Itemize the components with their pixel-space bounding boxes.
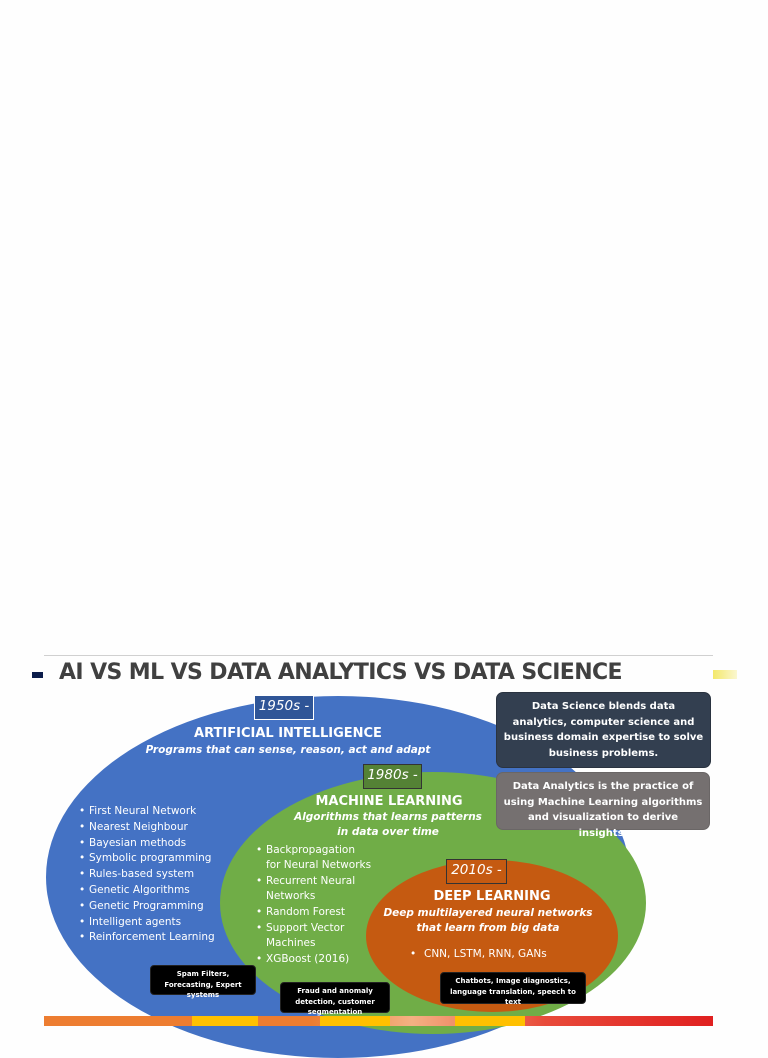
ml-technique-list: Backpropagation for Neural Networks Recu… <box>256 843 372 968</box>
ml-heading: MACHINE LEARNING <box>315 794 463 809</box>
data-analytics-callout: Data Analytics is the practice of using … <box>496 772 710 839</box>
slide-title: AI VS ML VS DATA ANALYTICS VS DATA SCIEN… <box>59 660 623 685</box>
dl-application-box: Chatbots, Image diagnostics, language tr… <box>440 972 586 1006</box>
ml-application-box: Fraud and anomaly detection, customer se… <box>280 982 390 1016</box>
highlight-mark-icon <box>713 670 737 679</box>
data-science-callout: Data Science blends data analytics, comp… <box>496 692 711 768</box>
ai-list-item: Genetic Algorithms <box>79 883 229 899</box>
dl-era-badge: 2010s - <box>446 859 507 884</box>
ai-technique-list: First Neural Network Nearest Neighbour B… <box>79 804 229 946</box>
ml-list-item: Backpropagation for Neural Networks <box>256 843 372 873</box>
dl-technique-list: CNN, LSTM, RNN, GANs <box>410 948 590 960</box>
ml-list-item: Support Vector Machines <box>256 921 372 951</box>
dl-heading: DEEP LEARNING <box>433 889 551 904</box>
square-bullet-icon <box>32 672 43 678</box>
ml-era-badge: 1980s - <box>363 764 422 789</box>
ai-subtitle: Programs that can sense, reason, act and… <box>145 744 431 756</box>
dl-subtitle: Deep multilayered neural networks that l… <box>383 907 593 934</box>
timeline-tab <box>455 1016 525 1026</box>
dl-list-item: CNN, LSTM, RNN, GANs <box>410 948 590 960</box>
ml-list-item: Recurrent Neural Networks <box>256 874 372 904</box>
ml-list-item: XGBoost (2016) <box>256 952 372 967</box>
ml-subtitle: Algorithms that learns patterns in data … <box>294 811 482 838</box>
ai-era-badge: 1950s - <box>254 695 314 720</box>
timeline-tab <box>320 1016 390 1026</box>
timeline-tab <box>192 1016 258 1026</box>
ai-heading: ARTIFICIAL INTELLIGENCE <box>194 726 382 741</box>
title-divider <box>44 655 713 656</box>
ai-list-item: Nearest Neighbour <box>79 820 229 836</box>
ai-list-item: Intelligent agents <box>79 915 229 931</box>
ai-list-item: Bayesian methods <box>79 836 229 852</box>
ai-list-item: Rules-based system <box>79 867 229 883</box>
ai-list-item: Reinforcement Learning <box>79 930 229 946</box>
ai-list-item: First Neural Network <box>79 804 229 820</box>
ai-application-box: Spam Filters, Forecasting, Expert system… <box>150 965 256 999</box>
ai-list-item: Genetic Programming <box>79 899 229 915</box>
ml-list-item: Random Forest <box>256 905 372 920</box>
ai-list-item: Symbolic programming <box>79 851 229 867</box>
